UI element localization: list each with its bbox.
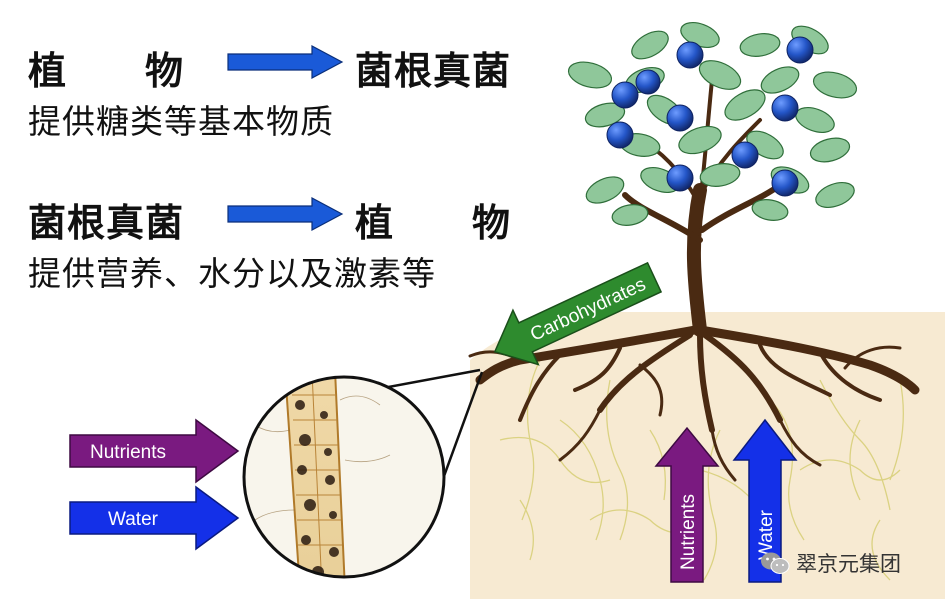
row1-to: 菌根真菌 [355,49,512,93]
nutrients-left-label: Nutrients [90,442,166,463]
water-soil-label: Water [756,509,777,560]
row2-arrow [227,197,344,231]
water-soil-arrow: Water [732,418,798,583]
magnified-root-view [242,375,446,579]
water-left-label: Water [108,509,159,530]
row2-to: 植 物 [355,201,512,245]
nutrients-left-arrow: Nutrients [69,418,240,484]
row1-from: 植 物 [28,49,185,93]
watermark-text: 翠京元集团 [796,552,901,576]
water-left-arrow: Water [69,485,240,551]
wechat-icon [761,552,790,574]
watermark: 翠京元集团 [760,548,901,578]
blueberries [606,36,814,197]
row1-desc: 提供糖类等基本物质 [28,102,334,141]
row2-desc: 提供营养、水分以及激素等 [28,254,436,293]
row2-from: 菌根真菌 [28,201,185,245]
tree-roots [468,78,920,482]
nutrients-soil-label: Nutrients [678,494,699,570]
tree-leaves [567,22,858,226]
row1-arrow [227,45,344,79]
nutrients-soil-arrow: Nutrients [654,426,720,583]
